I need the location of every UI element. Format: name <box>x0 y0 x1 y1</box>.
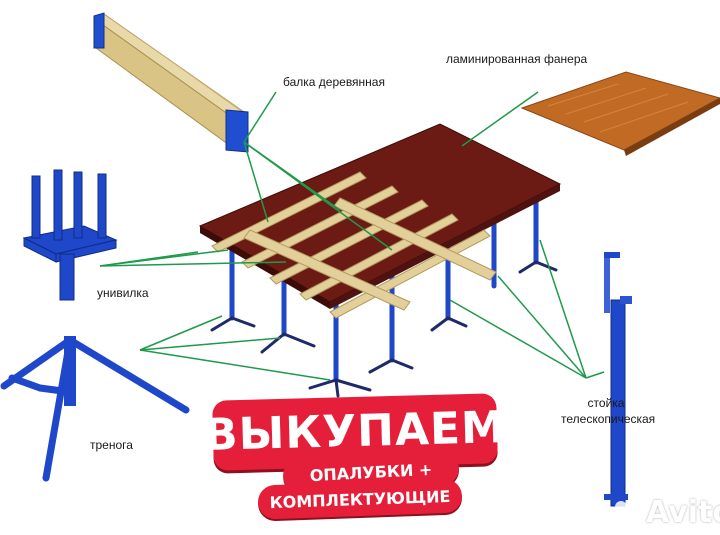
formwork-table <box>198 123 562 398</box>
avito-text: Avito <box>646 495 720 530</box>
telescopic-prop-image <box>604 252 632 507</box>
promo-title: ВЫКУПАЕМ <box>203 402 507 461</box>
tripod-image <box>0 336 190 482</box>
label-wooden-beam: балка деревянная <box>283 75 385 89</box>
label-telescopic-prop: стойка телескопическая <box>561 396 656 426</box>
promo-line-components: КОМПЛЕКТУЮЩИЕ <box>257 478 463 520</box>
label-laminated-plywood: ламинированная фанера <box>446 52 588 66</box>
plywood-sheet-image <box>520 71 720 156</box>
label-fork-head: унивилка <box>97 286 149 300</box>
wooden-beam-image <box>93 12 250 153</box>
avito-dots-icon <box>615 500 640 526</box>
fork-head-image <box>22 169 118 301</box>
leader-lines <box>99 91 605 381</box>
label-tripod: тренога <box>90 438 133 452</box>
avito-watermark: Avito <box>611 495 720 530</box>
